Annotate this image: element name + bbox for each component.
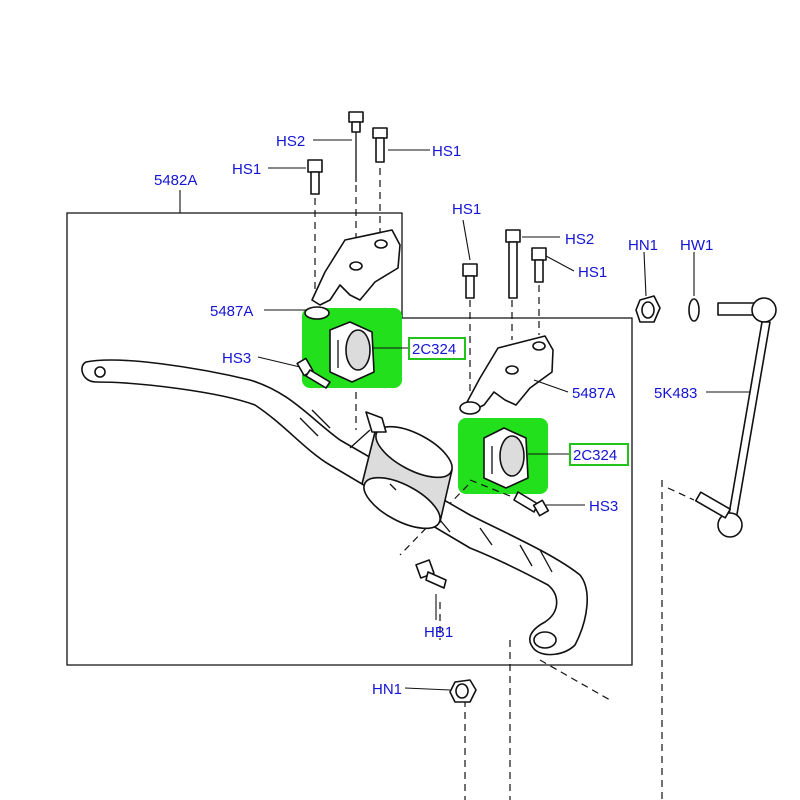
bushing-left (329, 321, 375, 383)
bushing-right (483, 427, 529, 489)
bolt-hs1-left (307, 159, 323, 195)
callout-hs1-left[interactable]: HS1 (232, 161, 261, 178)
callout-5487a-right[interactable]: 5487A (572, 385, 615, 402)
nut-hn1-bottom (449, 679, 477, 703)
bolt-hs1-top-right (372, 127, 388, 163)
bolt-hb1 (415, 559, 447, 589)
nut-hn1-top (635, 295, 661, 323)
bolt-hs3-left (296, 357, 331, 389)
bolt-hs1-mid-right (531, 247, 547, 283)
stabilizer-bar (81, 359, 588, 656)
bracket-left (304, 229, 401, 320)
callout-hn1-bottom[interactable]: HN1 (372, 681, 402, 698)
washer-hw1 (688, 298, 700, 322)
callout-hs1-mid-right[interactable]: HS1 (578, 264, 607, 281)
callout-hs2-mid[interactable]: HS2 (565, 231, 594, 248)
bolt-hs3-right (513, 491, 550, 517)
callout-hs3-right[interactable]: HS3 (589, 498, 618, 515)
callout-hs1-top-right[interactable]: HS1 (432, 143, 461, 160)
callout-5482a[interactable]: 5482A (154, 172, 197, 189)
bracket-right (459, 335, 554, 415)
leader-lines (257, 139, 750, 691)
callout-hs1-mid[interactable]: HS1 (452, 201, 481, 218)
bar-clamp (365, 411, 387, 433)
callout-hs3-left[interactable]: HS3 (222, 350, 251, 367)
damper-cylinder (349, 425, 453, 533)
callout-2c324-right[interactable]: 2C324 (573, 447, 617, 464)
link-5k483 (694, 297, 777, 538)
assembly-frame (66, 190, 633, 666)
callout-hs2-top-left[interactable]: HS2 (276, 133, 305, 150)
bolt-hs2-top-left (348, 111, 364, 182)
tag-box-bushing-right (569, 443, 629, 466)
callout-5487a-left[interactable]: 5487A (210, 303, 253, 320)
bolt-hs1-mid (462, 263, 478, 299)
bolt-hs2-mid (505, 229, 521, 299)
tag-box-bushing-left (408, 337, 466, 360)
alignment-lines (314, 168, 695, 800)
callout-hb1[interactable]: HB1 (424, 624, 453, 641)
callout-5k483[interactable]: 5K483 (654, 385, 697, 402)
callout-hw1[interactable]: HW1 (680, 237, 713, 254)
callout-2c324-left[interactable]: 2C324 (412, 341, 456, 358)
callout-hn1-top[interactable]: HN1 (628, 237, 658, 254)
